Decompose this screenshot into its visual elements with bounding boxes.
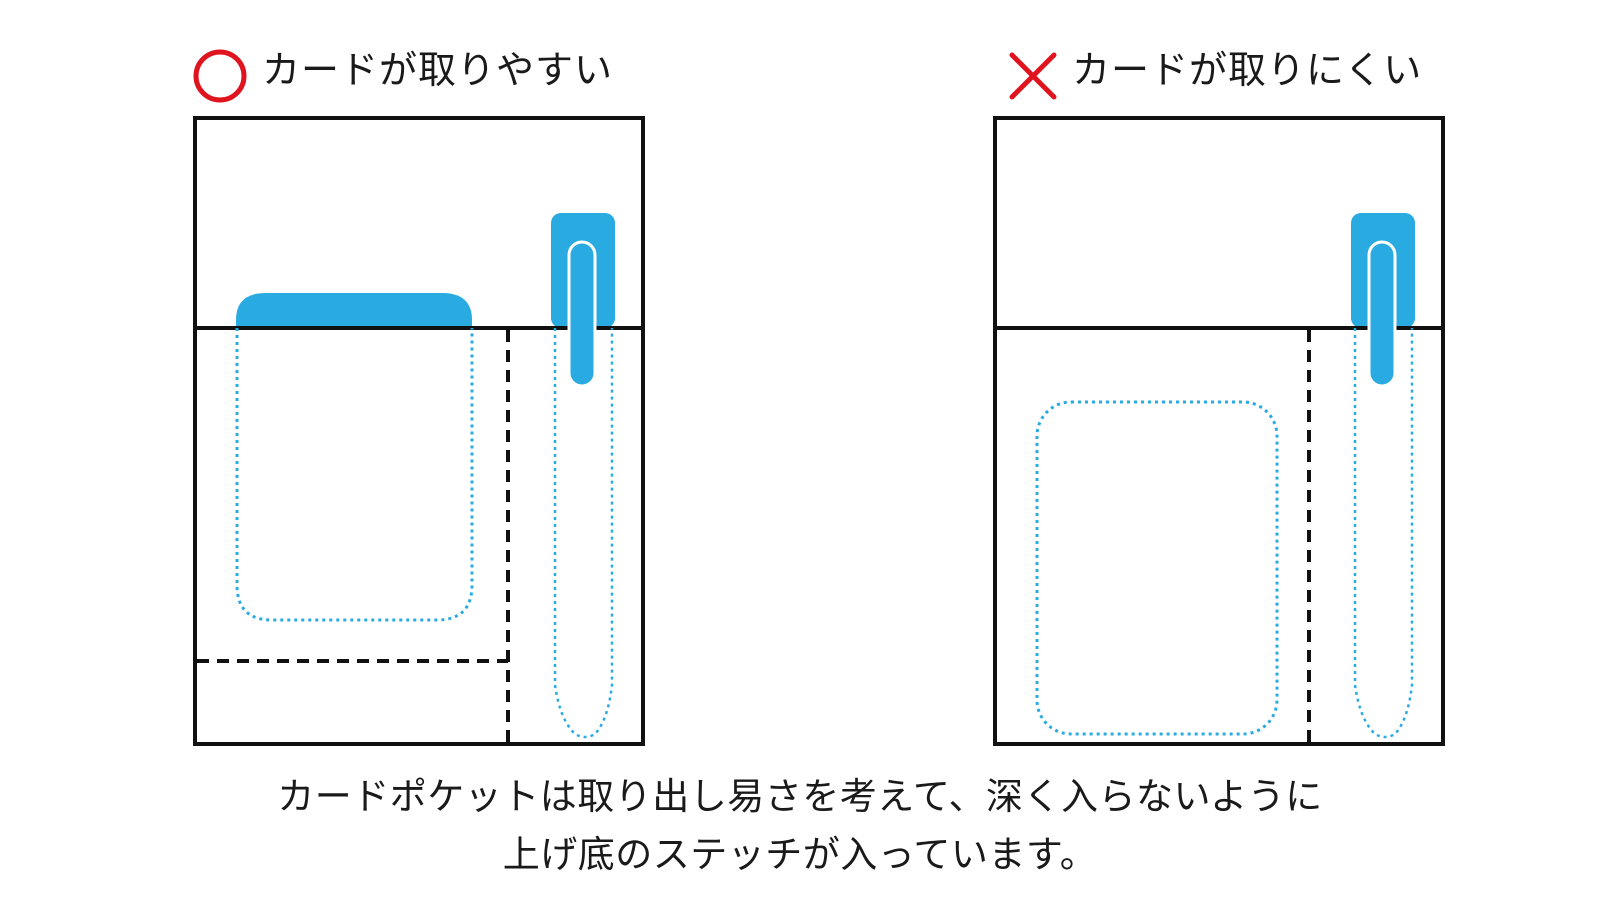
good-pocket-frame	[193, 116, 645, 746]
card-hidden-outline	[235, 328, 474, 622]
pen-clip-arm	[567, 240, 597, 388]
red-cross-icon	[1009, 52, 1057, 100]
card-top-visible	[236, 293, 472, 328]
pen-clip-arm	[1367, 240, 1397, 388]
good-example-panel	[193, 116, 645, 746]
bad-pocket-frame	[993, 116, 1445, 746]
red-circle-icon	[193, 49, 247, 103]
pen-hidden-outline	[1353, 328, 1414, 739]
bad-example-heading: カードが取りにくい	[1072, 48, 1423, 92]
caption-line-2: 上げ底のステッチが入っています。	[502, 833, 1098, 876]
caption-line-1: カードポケットは取り出し易さを考えて、深く入らないように	[277, 775, 1323, 818]
pen-hidden-outline	[553, 328, 614, 739]
good-example-heading: カードが取りやすい	[262, 48, 614, 92]
bad-example-panel	[993, 116, 1445, 746]
card-hidden-outline	[1035, 400, 1279, 736]
